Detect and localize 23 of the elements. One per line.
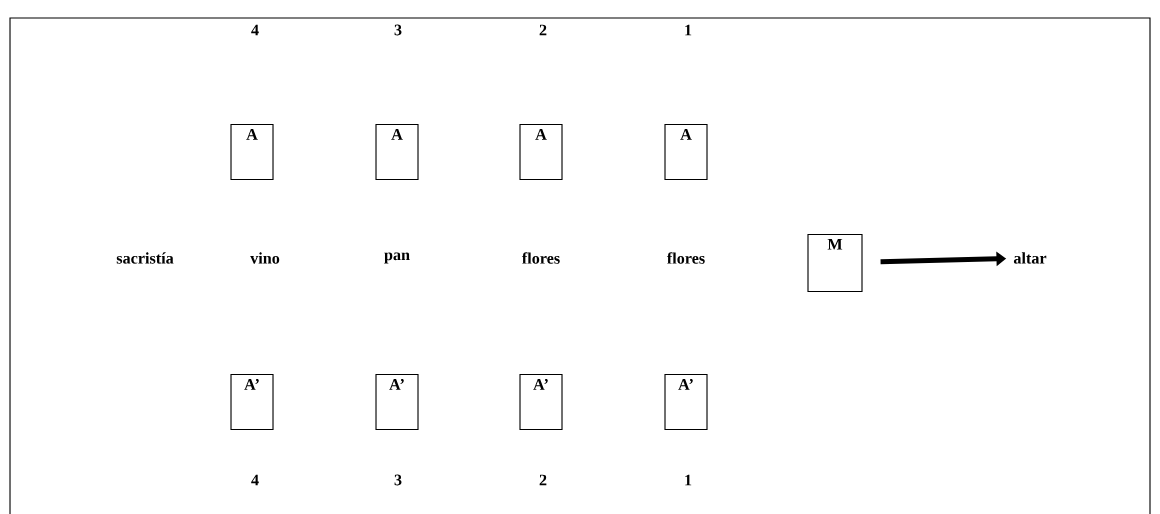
place-label: altar — [1013, 252, 1047, 264]
number-label: 1 — [685, 474, 692, 486]
number-label: 2 — [539, 24, 547, 36]
number-label: 2 — [539, 474, 547, 486]
letter-box: A — [519, 123, 563, 181]
letter-box: A’ — [519, 373, 563, 431]
letter-box: A — [375, 123, 419, 181]
item-label: vino — [250, 252, 280, 264]
number-label: 3 — [394, 24, 402, 36]
number-label: 3 — [394, 474, 402, 486]
number-label: 4 — [251, 474, 259, 486]
item-label: flores — [666, 252, 705, 264]
letter-box: A — [664, 123, 708, 181]
item-label: pan — [384, 252, 410, 264]
letter-box: A’ — [664, 373, 708, 431]
item-label: flores — [521, 252, 560, 264]
letter-box: A’ — [375, 373, 419, 431]
letter-box: A’ — [230, 373, 274, 431]
item-label: sacristía — [116, 252, 174, 264]
number-label: 4 — [251, 24, 259, 36]
letter-box: M — [807, 233, 863, 293]
number-label: 1 — [685, 24, 692, 36]
letter-box: A — [230, 123, 274, 181]
